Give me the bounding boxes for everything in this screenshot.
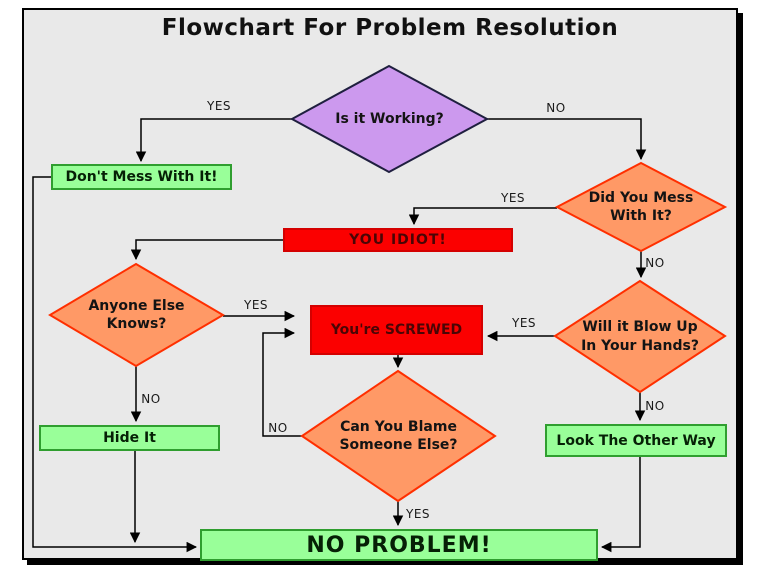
edge-label-mess-yes: YES	[500, 191, 526, 205]
edge-working-yes	[135, 118, 292, 163]
edge-dontmess-down	[32, 176, 198, 553]
edge-label-blame-yes: YES	[405, 507, 431, 521]
diamond-did-you-mess	[554, 161, 728, 253]
node-look-the-other-way: Look The Other Way	[545, 424, 727, 457]
edge-label-blow-yes: YES	[511, 316, 537, 330]
node-hide-it: Hide It	[39, 425, 220, 451]
diamond-anyone-else-knows	[48, 262, 225, 368]
page-title: Flowchart For Problem Resolution	[161, 15, 619, 41]
edge-look-down	[600, 457, 641, 553]
diamond-is-it-working	[289, 64, 490, 174]
edge-label-anyone-yes: YES	[243, 298, 269, 312]
edge-working-no	[487, 118, 647, 161]
decision-shapes	[48, 64, 728, 503]
edge-label-working-yes: YES	[206, 99, 232, 113]
node-dont-mess-with-it: Don't Mess With It!	[51, 164, 232, 190]
edge-idiot-out	[130, 239, 283, 261]
edge-blame-no	[262, 327, 302, 437]
diamond-will-it-blow-up	[553, 279, 727, 394]
node-youre-screwed: You're SCREWED	[310, 305, 483, 355]
edge-label-mess-no: NO	[645, 256, 665, 270]
edge-label-working-no: NO	[546, 101, 566, 115]
node-you-idiot: YOU IDIOT!	[283, 228, 513, 252]
edge-label-anyone-no: NO	[141, 392, 161, 406]
edge-mess-yes	[408, 207, 557, 226]
node-no-problem: NO PROBLEM!	[200, 529, 598, 561]
edge-label-blow-no: NO	[645, 399, 665, 413]
diamond-can-you-blame	[300, 369, 497, 503]
connectors	[32, 118, 647, 553]
edge-label-blame-no: NO	[268, 421, 288, 435]
